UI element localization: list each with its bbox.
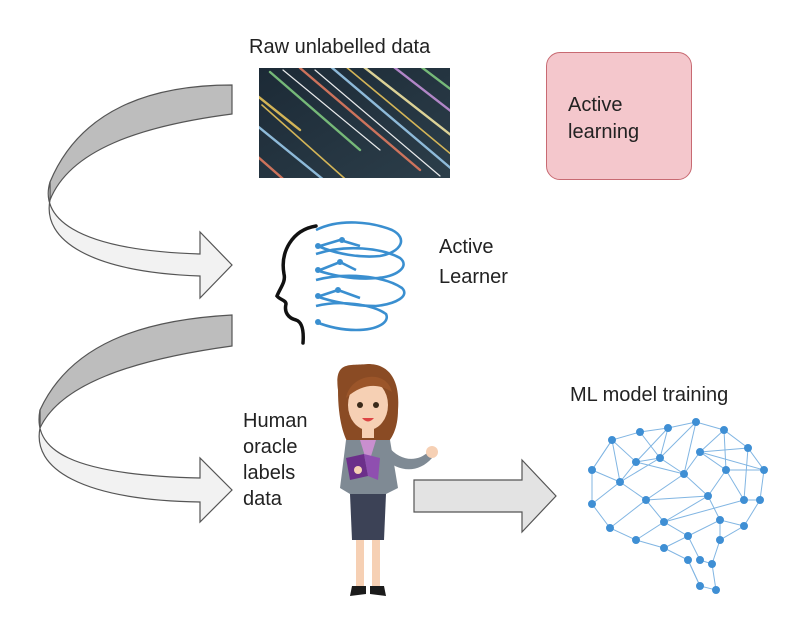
straight-arrow: [413, 458, 557, 534]
curved-arrow-top: [47, 84, 233, 300]
active-learning-label: Active learning: [568, 94, 640, 143]
woman-with-book-illustration: [337, 364, 438, 596]
active-learning-box: [546, 52, 692, 180]
human-oracle-label: Human oracle labels data: [243, 410, 308, 510]
active-learner-label: Active Learner: [439, 236, 508, 288]
neural-brain-icon: [588, 418, 768, 594]
raw-data-label: Raw unlabelled data: [249, 36, 431, 58]
curved-arrow-bottom: [38, 314, 233, 524]
ai-head-icon: [275, 221, 406, 345]
code-screen-image: [259, 68, 450, 178]
ml-training-label: ML model training: [570, 384, 729, 406]
